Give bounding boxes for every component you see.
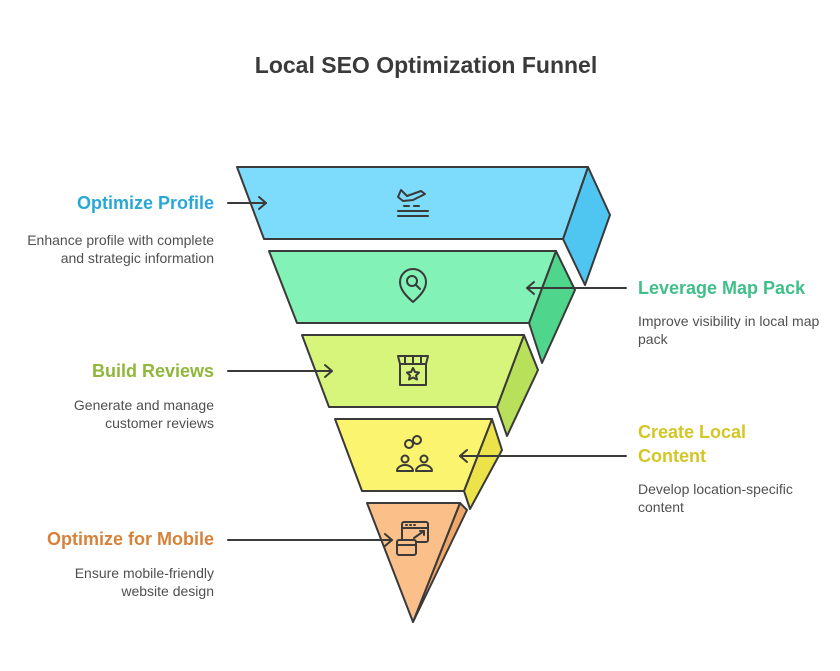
funnel-layer-leverage-map-pack bbox=[268, 250, 576, 364]
stage-label-optimize-mobile: Optimize for Mobile bbox=[46, 529, 214, 549]
map-pin-search-icon bbox=[399, 268, 427, 303]
connector-optimize-profile bbox=[227, 196, 267, 210]
stage-label-create-local-content: Create Local Content bbox=[638, 422, 747, 466]
airplane-landing-icon bbox=[397, 189, 429, 217]
stage-desc-build-reviews: Generate and manage customer reviews bbox=[73, 397, 214, 431]
stage-desc-leverage-map-pack: Improve visibility in local map pack bbox=[638, 313, 820, 347]
stage-desc-optimize-profile: Enhance profile with complete and strate… bbox=[27, 232, 214, 266]
funnel-layer-optimize-profile bbox=[236, 166, 611, 286]
stage-label-build-reviews: Build Reviews bbox=[91, 361, 214, 381]
stage-label-optimize-profile: Optimize Profile bbox=[76, 193, 214, 213]
funnel-layer-build-reviews bbox=[301, 334, 539, 437]
connector-optimize-mobile bbox=[227, 533, 393, 547]
connector-leverage-map-pack bbox=[526, 281, 627, 295]
storefront-star-icon bbox=[397, 355, 429, 386]
page-title: Local SEO Optimization Funnel bbox=[254, 52, 598, 78]
responsive-window-icon bbox=[396, 521, 429, 556]
stage-label-leverage-map-pack: Leverage Map Pack bbox=[638, 278, 806, 298]
connector-build-reviews bbox=[227, 364, 333, 378]
funnel-layer-optimize-mobile bbox=[366, 502, 468, 623]
funnel-layer-create-local-content bbox=[334, 418, 503, 510]
stage-desc-optimize-mobile: Ensure mobile-friendly website design bbox=[74, 565, 214, 599]
connector-create-local-content bbox=[459, 449, 627, 463]
people-link-icon bbox=[396, 435, 433, 472]
stage-desc-create-local-content: Develop location-specific content bbox=[638, 481, 793, 515]
